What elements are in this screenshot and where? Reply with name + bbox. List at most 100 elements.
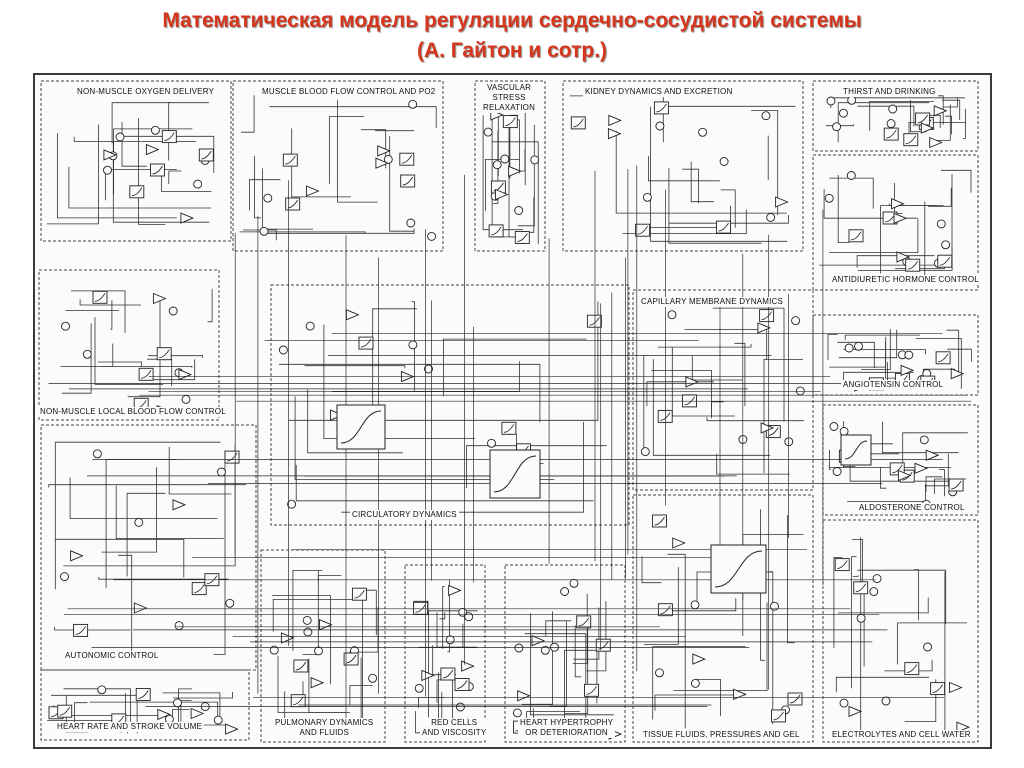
summing-junction	[82, 349, 92, 359]
signal-wire	[569, 95, 664, 109]
signal-wire	[662, 105, 796, 143]
signal-wire	[279, 363, 541, 423]
signal-wire	[668, 168, 762, 244]
summing-junction	[791, 316, 801, 326]
signal-wire	[716, 453, 790, 475]
signal-wire	[751, 110, 779, 215]
function-curve	[573, 118, 584, 128]
signal-wire	[101, 467, 157, 553]
function-curve	[295, 661, 307, 671]
signal-wire	[112, 142, 210, 223]
signal-wire	[317, 575, 342, 582]
signal-wire	[491, 115, 517, 238]
summing-junction	[427, 231, 437, 241]
function-block	[399, 152, 415, 166]
integrator-symbol	[607, 128, 622, 140]
summing-junction	[174, 621, 184, 631]
summing-junction	[305, 321, 315, 331]
integrator-symbol	[608, 114, 622, 127]
signal-wire	[94, 317, 164, 385]
summing-junction	[569, 578, 579, 588]
integrator-symbol	[310, 677, 325, 689]
summing-junction	[278, 345, 288, 355]
function-block	[570, 116, 586, 130]
summing-junction	[314, 646, 323, 656]
function-curve	[837, 560, 848, 569]
summing-junction	[514, 206, 524, 215]
signal-wire	[269, 106, 437, 128]
function-curve	[855, 583, 867, 593]
function-block	[853, 581, 869, 595]
signal-wire	[148, 355, 204, 358]
signal-wire	[852, 575, 859, 577]
signal-wire	[308, 658, 351, 713]
signal-wire	[657, 343, 752, 348]
signal-wire	[654, 694, 746, 711]
integrator-symbol	[531, 635, 546, 647]
function-curve	[141, 370, 152, 379]
function-block	[358, 336, 374, 350]
signal-wire	[942, 99, 961, 120]
function-curve	[589, 316, 600, 326]
signal-wire	[447, 579, 450, 653]
function-block	[653, 101, 669, 115]
function-block	[191, 582, 207, 596]
integrator-symbol	[956, 721, 971, 733]
panel-label-capillary-membrane: CAPILLARY MEMBRANE DYNAMICS	[639, 297, 786, 307]
summing-junction	[150, 125, 160, 135]
integrator-symbol	[757, 322, 772, 334]
signal-wire	[98, 577, 229, 580]
signal-wire	[307, 389, 403, 454]
signal-wire	[944, 115, 952, 135]
panel-frame	[632, 289, 814, 491]
signal-wire	[180, 700, 192, 722]
signal-wire	[442, 338, 587, 397]
integrator-symbol	[319, 619, 333, 631]
integrator-symbol	[280, 632, 295, 644]
function-curve	[660, 605, 671, 615]
signal-wire	[147, 358, 173, 386]
signal-wire	[882, 421, 959, 454]
signal-wire	[149, 359, 196, 381]
function-block	[514, 231, 530, 244]
function-block	[759, 309, 775, 323]
integrator-symbol	[933, 105, 948, 117]
summing-junction	[888, 104, 898, 114]
signal-wire	[837, 341, 875, 369]
panel-label-thirst-drinking: THIRST AND DRINKING	[841, 87, 938, 97]
signal-wire	[68, 166, 212, 209]
function-block	[635, 223, 651, 237]
function-curve	[517, 233, 528, 242]
summing-junction	[92, 449, 102, 459]
signal-wire	[243, 229, 277, 241]
function-block	[935, 351, 951, 365]
summing-junction	[886, 119, 896, 129]
signal-wire	[902, 432, 968, 476]
signal-wire	[272, 599, 361, 632]
function-block	[883, 127, 899, 141]
summing-junction	[832, 467, 842, 476]
signal-wire	[648, 156, 720, 182]
signal-wire	[944, 571, 969, 733]
integrator-symbol	[152, 292, 167, 305]
signal-wire	[837, 175, 850, 244]
function-block	[198, 148, 214, 162]
function-curve	[201, 150, 212, 160]
signal-wire	[47, 124, 99, 225]
signal-wire	[673, 602, 768, 691]
function-block	[502, 115, 518, 129]
summing-junction	[719, 157, 729, 166]
function-curve	[905, 135, 917, 145]
signal-wire	[884, 659, 933, 672]
integrator-symbol	[421, 669, 435, 682]
function-block	[343, 652, 359, 666]
signal-wire	[696, 679, 721, 717]
panel-label-non-muscle-oxygen-delivery: NON-MUSCLE OXYGEN DELIVERY	[75, 87, 217, 97]
signal-wire	[564, 622, 589, 714]
signal-wire	[213, 450, 226, 655]
summing-junction	[642, 192, 652, 202]
function-curve	[285, 155, 296, 165]
integrator-symbol	[508, 165, 522, 177]
signal-wire	[643, 567, 679, 645]
graph-curve	[714, 550, 763, 588]
